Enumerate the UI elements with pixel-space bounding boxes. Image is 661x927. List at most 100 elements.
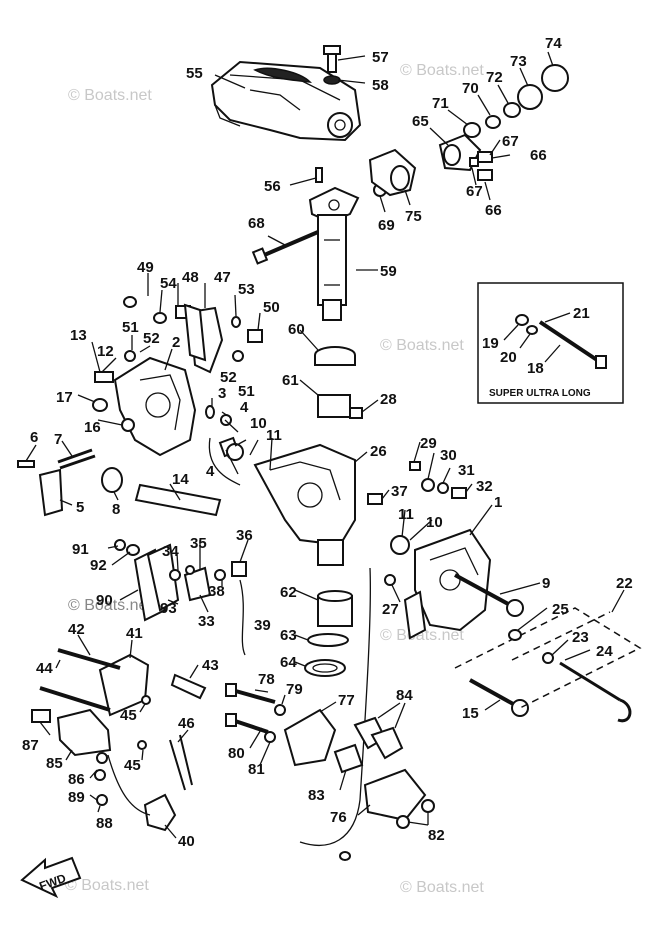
watermark: © Boats.net bbox=[400, 879, 484, 896]
callout-18: 18 bbox=[527, 360, 544, 377]
callout-1: 1 bbox=[494, 494, 502, 511]
callout-70: 70 bbox=[462, 80, 479, 97]
callout-65: 65 bbox=[412, 113, 429, 130]
callout-75: 75 bbox=[405, 208, 422, 225]
callout-36: 36 bbox=[236, 527, 253, 544]
right-clamp-bracket-shape bbox=[384, 528, 524, 640]
callout-9: 9 bbox=[542, 575, 550, 592]
watermark: © Boats.net bbox=[68, 87, 152, 104]
callout-4b: 4 bbox=[206, 463, 215, 480]
callout-67: 67 bbox=[502, 133, 519, 150]
callout-47: 47 bbox=[214, 269, 231, 286]
inset-box: SUPER ULTRA LONG bbox=[477, 282, 624, 404]
callout-83: 83 bbox=[308, 787, 325, 804]
callout-77: 77 bbox=[338, 692, 355, 709]
callout-57: 57 bbox=[372, 49, 389, 66]
callout-69: 69 bbox=[378, 217, 395, 234]
callout-85: 85 bbox=[46, 755, 63, 772]
bracket-55-shape bbox=[210, 60, 362, 142]
callout-37: 37 bbox=[391, 483, 408, 500]
callout-71: 71 bbox=[432, 95, 449, 112]
callout-63: 63 bbox=[280, 627, 297, 644]
callout-20: 20 bbox=[500, 349, 517, 366]
leader-lines bbox=[25, 51, 625, 839]
callout-79: 79 bbox=[286, 681, 303, 698]
callout-82: 82 bbox=[428, 827, 445, 844]
callout-74: 74 bbox=[545, 35, 562, 52]
tilt-lever-parts bbox=[17, 436, 241, 517]
watermark: © Boats.net bbox=[380, 627, 464, 644]
callout-72: 72 bbox=[486, 69, 503, 86]
callout-88: 88 bbox=[96, 815, 113, 832]
callout-35: 35 bbox=[190, 535, 207, 552]
callout-51: 51 bbox=[122, 319, 139, 336]
callout-26: 26 bbox=[370, 443, 387, 460]
steering-bracket-parts bbox=[368, 64, 569, 197]
bolt-57-shape bbox=[323, 45, 341, 85]
callout-13: 13 bbox=[70, 327, 87, 344]
callout-5: 5 bbox=[76, 499, 84, 516]
callout-30: 30 bbox=[440, 447, 457, 464]
callout-58: 58 bbox=[372, 77, 389, 94]
watermark: © Boats.net bbox=[65, 877, 149, 894]
callout-labels: 57 58 55 56 59 68 69 75 65 71 70 72 73 7… bbox=[22, 35, 633, 850]
callout-8: 8 bbox=[112, 501, 120, 518]
tilt-lock-parts bbox=[31, 303, 207, 832]
callout-91: 91 bbox=[72, 541, 89, 558]
through-bolt-parts bbox=[454, 607, 642, 723]
callout-22: 22 bbox=[616, 575, 633, 592]
callout-45b: 45 bbox=[124, 757, 141, 774]
callout-38: 38 bbox=[208, 583, 225, 600]
callout-81: 81 bbox=[248, 761, 265, 778]
callout-52: 52 bbox=[143, 330, 160, 347]
callout-33: 33 bbox=[198, 613, 215, 630]
callout-43: 43 bbox=[202, 657, 219, 674]
callout-12: 12 bbox=[97, 343, 114, 360]
callout-87: 87 bbox=[22, 737, 39, 754]
watermarks: © Boats.net © Boats.net © Boats.net © Bo… bbox=[65, 62, 484, 896]
callout-24: 24 bbox=[596, 643, 613, 660]
callout-66b: 66 bbox=[485, 202, 502, 219]
watermark: © Boats.net bbox=[400, 62, 484, 79]
callout-32: 32 bbox=[476, 478, 493, 495]
callout-45: 45 bbox=[120, 707, 137, 724]
callout-19: 19 bbox=[482, 335, 499, 352]
callout-90: 90 bbox=[96, 592, 113, 609]
callout-48: 48 bbox=[182, 269, 199, 286]
callout-80: 80 bbox=[228, 745, 245, 762]
callout-84: 84 bbox=[396, 687, 413, 704]
callout-78: 78 bbox=[258, 671, 275, 688]
callout-68: 68 bbox=[248, 215, 265, 232]
callout-86: 86 bbox=[68, 771, 85, 788]
bolt-68-shape bbox=[251, 230, 319, 265]
callout-10: 10 bbox=[250, 415, 267, 432]
callout-27: 27 bbox=[382, 601, 399, 618]
trim-sensor-parts bbox=[225, 683, 435, 829]
callout-21: 21 bbox=[573, 305, 590, 322]
callout-10b: 10 bbox=[426, 514, 443, 531]
callout-41: 41 bbox=[126, 625, 143, 642]
callout-29: 29 bbox=[420, 435, 437, 452]
callout-25: 25 bbox=[552, 601, 569, 618]
callout-52b: 52 bbox=[220, 369, 237, 386]
callout-67b: 67 bbox=[466, 183, 483, 200]
callout-23: 23 bbox=[572, 629, 589, 646]
callout-92: 92 bbox=[90, 557, 107, 574]
callout-6: 6 bbox=[30, 429, 38, 446]
tilt-stop-parts bbox=[114, 539, 247, 656]
callout-59: 59 bbox=[380, 263, 397, 280]
callout-66: 66 bbox=[530, 147, 547, 164]
callout-11b: 11 bbox=[398, 506, 414, 523]
callout-76: 76 bbox=[330, 809, 347, 826]
callout-28: 28 bbox=[380, 391, 397, 408]
callout-46: 46 bbox=[178, 715, 195, 732]
callout-31: 31 bbox=[458, 462, 475, 479]
callout-4: 4 bbox=[240, 399, 249, 416]
callout-34: 34 bbox=[162, 543, 179, 560]
callout-61: 61 bbox=[282, 372, 299, 389]
callout-39: 39 bbox=[254, 617, 271, 634]
watermark: © Boats.net bbox=[380, 337, 464, 354]
callout-14: 14 bbox=[172, 471, 189, 488]
callout-40: 40 bbox=[178, 833, 195, 850]
